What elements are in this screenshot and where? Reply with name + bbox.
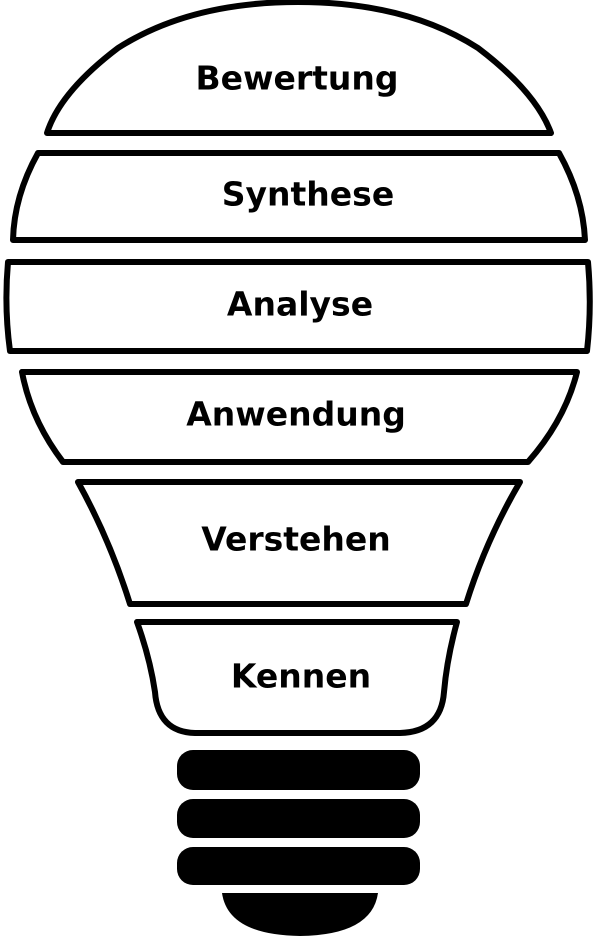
level-bewertung: Bewertung <box>44 0 554 136</box>
segment-anwendung <box>19 369 580 465</box>
screw-base <box>177 750 420 936</box>
label-kennen: Kennen <box>231 657 371 696</box>
segment-kennen <box>134 619 460 736</box>
level-analyse: Analyse <box>3 259 593 354</box>
level-synthese: Synthese <box>10 150 588 243</box>
label-synthese: Synthese <box>222 175 394 214</box>
level-anwendung: Anwendung <box>19 369 580 465</box>
thread-ring-2 <box>177 799 420 838</box>
label-anwendung: Anwendung <box>186 395 406 434</box>
segment-verstehen <box>75 479 523 607</box>
base-cap <box>222 893 378 936</box>
segment-synthese <box>10 150 588 243</box>
label-analyse: Analyse <box>227 285 373 324</box>
level-verstehen: Verstehen <box>75 479 523 607</box>
label-verstehen: Verstehen <box>201 520 391 559</box>
level-kennen: Kennen <box>134 619 460 736</box>
thread-ring-3 <box>177 847 420 885</box>
segment-analyse <box>3 259 593 354</box>
thread-ring-1 <box>177 750 420 790</box>
label-bewertung: Bewertung <box>195 59 398 98</box>
segment-bewertung <box>44 0 554 136</box>
